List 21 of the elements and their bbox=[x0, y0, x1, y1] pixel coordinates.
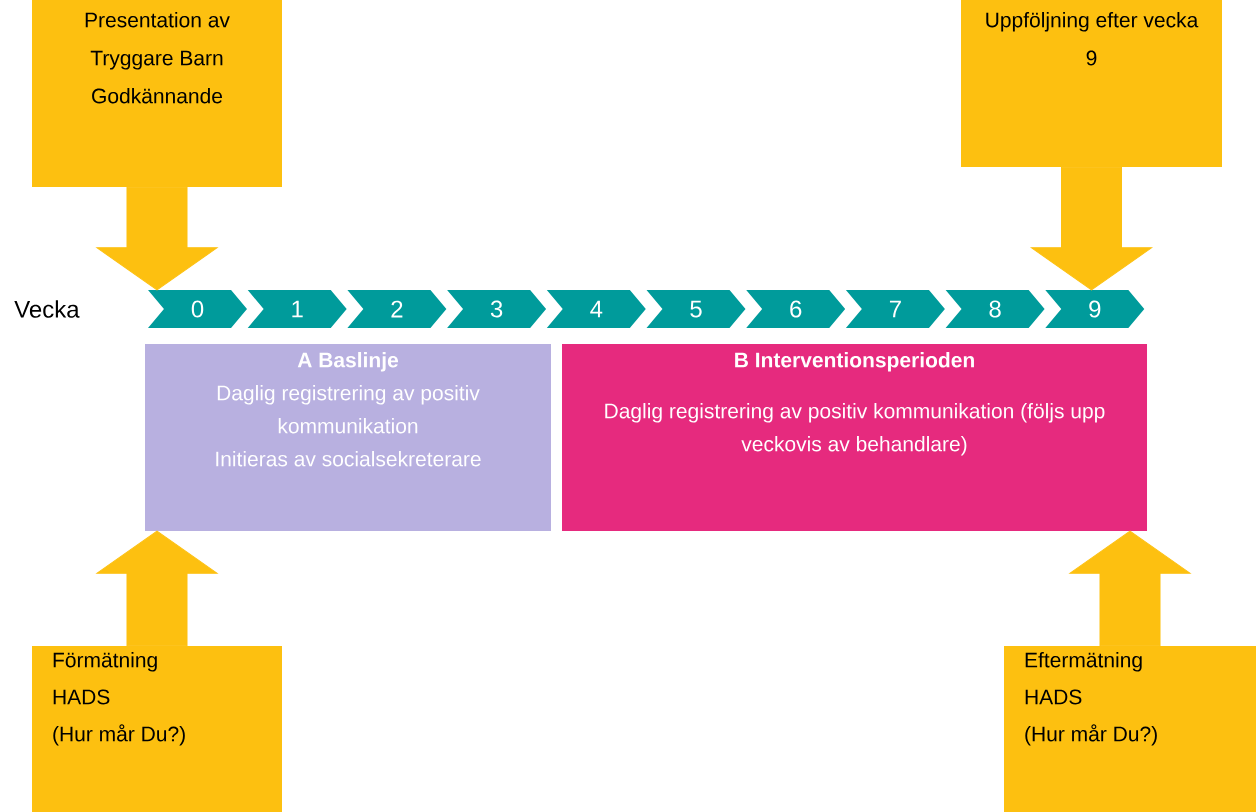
callout-box: Eftermätning HADS (Hur mår Du?) bbox=[1004, 646, 1256, 812]
week-number-tag: 9 bbox=[1045, 290, 1145, 328]
week-number-tag: 3 bbox=[447, 290, 547, 328]
row-label: Vecka bbox=[14, 300, 80, 318]
week-number-tag: 4 bbox=[546, 290, 646, 328]
block-arrow bbox=[1069, 530, 1191, 647]
week-number-tag: 1 bbox=[247, 290, 347, 328]
week-number-tag: 2 bbox=[347, 290, 447, 328]
block-arrow bbox=[96, 186, 218, 291]
week-number-tag: 0 bbox=[148, 290, 247, 328]
phase-box: B Interventionsperioden Daglig registrering av positiv kommunikation (följs upp veckovis av behandlare) bbox=[562, 344, 1147, 531]
week-number-tag: 6 bbox=[746, 290, 846, 328]
week-number-tag: 8 bbox=[945, 290, 1045, 328]
week-number-tag: 5 bbox=[646, 290, 746, 328]
callout-box: Förmätning HADS (Hur mår Du?) bbox=[32, 646, 282, 812]
phase-box: A Baslinje Daglig registrering av positiv kommunikation Initieras av socialsekreterare bbox=[145, 344, 551, 531]
week-number-tag: 7 bbox=[845, 290, 945, 328]
callout-box: Presentation av Tryggare Barn Godkännande bbox=[32, 0, 282, 187]
block-arrow bbox=[96, 530, 218, 647]
callout-box: Uppföljning efter vecka 9 bbox=[961, 0, 1222, 167]
block-arrow bbox=[1031, 166, 1152, 291]
